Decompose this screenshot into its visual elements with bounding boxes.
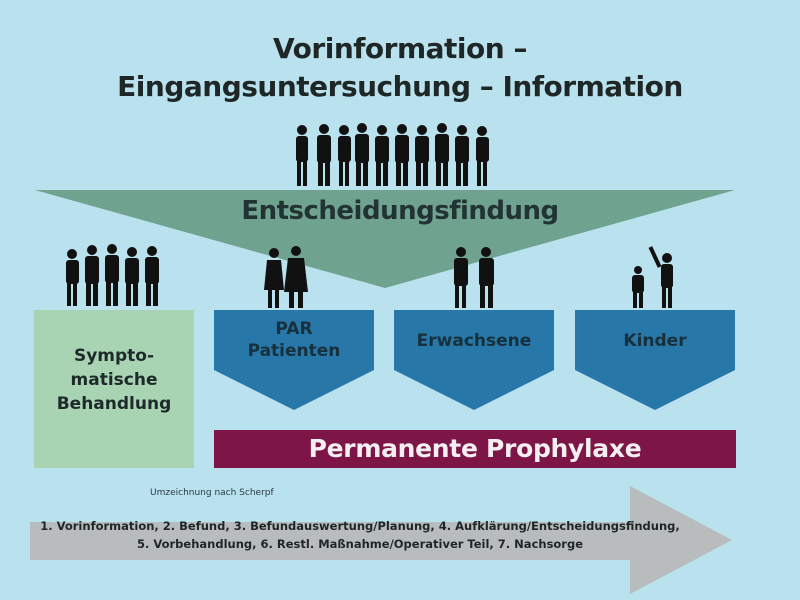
par-patients-label: PAR Patienten xyxy=(247,319,341,361)
adults-icon xyxy=(454,247,494,308)
crowd-silhouette-icon xyxy=(296,123,489,186)
group-of-people-icon xyxy=(66,244,159,306)
title-line-1: Vorinformation – xyxy=(273,32,527,65)
children-chevron xyxy=(575,310,735,410)
permanent-prophylaxis-label: Permanente Prophylaxe xyxy=(308,434,642,463)
symptomatic-treatment-box: Sympto- matische Behandlung xyxy=(34,310,194,468)
symptomatic-treatment-label: Sympto- matische Behandlung xyxy=(56,346,172,414)
adults-chevron xyxy=(394,310,554,410)
par-patients-chevron xyxy=(214,310,374,410)
children-icon xyxy=(632,246,673,308)
children-label: Kinder xyxy=(623,331,687,351)
couple-icon xyxy=(264,246,308,308)
funnel-label: Entscheidungsfindung xyxy=(241,196,559,226)
decision-funnel-shape xyxy=(35,190,735,288)
adults-label: Erwachsene xyxy=(416,331,532,351)
title-line-2: Eingangsuntersuchung – Information xyxy=(117,70,683,103)
process-steps-text: 1. Vorinformation, 2. Befund, 3. Befunda… xyxy=(40,519,680,551)
permanent-prophylaxis-bar: Permanente Prophylaxe xyxy=(214,430,736,468)
credit-note: Umzeichnung nach Scherpf xyxy=(150,488,274,498)
process-arrow-shape xyxy=(30,486,732,594)
